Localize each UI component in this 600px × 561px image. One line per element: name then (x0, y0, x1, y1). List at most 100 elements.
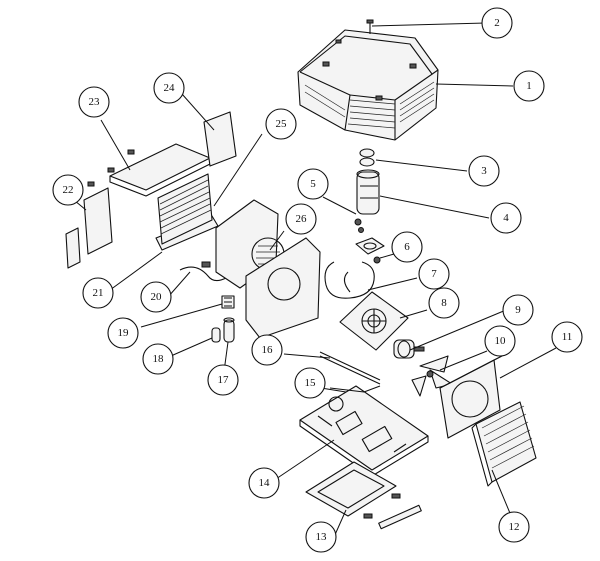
callout-number: 19 (118, 327, 130, 339)
callout-13: 13 (305, 521, 337, 553)
callout-number: 16 (262, 344, 274, 356)
callout-number: 24 (164, 82, 176, 94)
evaporator-coil (157, 173, 213, 245)
callout-number: 18 (153, 353, 165, 365)
callout-1: 1 (513, 70, 545, 102)
callout-number: 22 (63, 184, 74, 196)
callout-circle (468, 155, 500, 187)
compressor-assembly (324, 148, 385, 299)
callout-26: 26 (285, 203, 317, 235)
wire-harness (179, 261, 227, 282)
callout-2: 2 (481, 7, 513, 39)
grille-frame (305, 461, 422, 530)
callout-5: 5 (297, 168, 329, 200)
callout-9: 9 (502, 294, 534, 326)
callout-number: 6 (404, 241, 410, 253)
side-panel (65, 187, 113, 269)
callout-25: 25 (265, 108, 297, 140)
callout-22: 22 (52, 174, 84, 206)
callout-circle (82, 277, 114, 309)
callout-circle (551, 321, 583, 353)
callout-8: 8 (428, 287, 460, 319)
callout-number: 11 (562, 331, 573, 343)
blower-housing-plate (339, 291, 409, 351)
callout-number: 5 (310, 178, 316, 190)
callout-6: 6 (391, 231, 423, 263)
callout-number: 25 (276, 118, 288, 130)
callout-16: 16 (251, 334, 283, 366)
callout-circle (305, 521, 337, 553)
callout-10: 10 (484, 325, 516, 357)
callout-circle (294, 367, 326, 399)
callout-4: 4 (490, 202, 522, 234)
callout-circle (391, 231, 423, 263)
callout-circle (285, 203, 317, 235)
callout-number: 2 (494, 17, 500, 29)
callout-24: 24 (153, 72, 185, 104)
callout-number: 10 (495, 335, 507, 347)
base-pan (299, 385, 429, 477)
terminal-block (221, 295, 235, 309)
callout-circle (52, 174, 84, 206)
callout-3: 3 (468, 155, 500, 187)
callout-number: 14 (259, 477, 271, 489)
callout-number: 4 (503, 212, 509, 224)
callout-23: 23 (78, 86, 110, 118)
callout-circle (513, 70, 545, 102)
blower-housing (215, 199, 321, 339)
callout-15: 15 (294, 367, 326, 399)
callout-number: 12 (509, 521, 520, 533)
callout-circle (142, 343, 174, 375)
callout-circle (78, 86, 110, 118)
callout-circle (498, 511, 530, 543)
mounting-screw (366, 19, 374, 34)
callout-circle (248, 467, 280, 499)
callout-circle (481, 7, 513, 39)
callout-number: 21 (93, 287, 104, 299)
callout-14: 14 (248, 467, 280, 499)
callout-number: 17 (218, 374, 230, 386)
tube-16 (319, 351, 381, 385)
callout-7: 7 (418, 258, 450, 290)
callout-circle (418, 258, 450, 290)
condenser-fan (411, 355, 453, 397)
tube-15 (329, 385, 381, 393)
callout-circle (251, 334, 283, 366)
callout-circle (484, 325, 516, 357)
callout-12: 12 (498, 511, 530, 543)
fan-motor (393, 339, 425, 359)
callout-19: 19 (107, 317, 139, 349)
callout-number: 20 (151, 291, 163, 303)
callout-number: 9 (515, 304, 521, 316)
callout-18: 18 (142, 343, 174, 375)
callout-number: 13 (316, 531, 328, 543)
capacitor-18 (211, 327, 221, 343)
shroud-cover (297, 29, 439, 141)
callout-number: 1 (526, 80, 532, 92)
callout-circle (297, 168, 329, 200)
condenser-coil (471, 401, 537, 487)
callout-circle (153, 72, 185, 104)
callout-circle (502, 294, 534, 326)
capacitor-17 (223, 317, 235, 343)
callout-number: 15 (305, 377, 317, 389)
callout-circle (428, 287, 460, 319)
panel-24 (203, 111, 237, 167)
callout-11: 11 (551, 321, 583, 353)
callout-circle (490, 202, 522, 234)
callout-17: 17 (207, 364, 239, 396)
callout-number: 3 (481, 165, 487, 177)
callout-number: 8 (441, 297, 447, 309)
callout-circle (107, 317, 139, 349)
callout-20: 20 (140, 281, 172, 313)
callout-circle (140, 281, 172, 313)
condenser-shroud (439, 355, 503, 439)
callout-21: 21 (82, 277, 114, 309)
callout-circle (265, 108, 297, 140)
callout-number: 26 (296, 213, 308, 225)
callout-number: 7 (431, 268, 437, 280)
callout-circle (207, 364, 239, 396)
callout-number: 23 (89, 96, 101, 108)
